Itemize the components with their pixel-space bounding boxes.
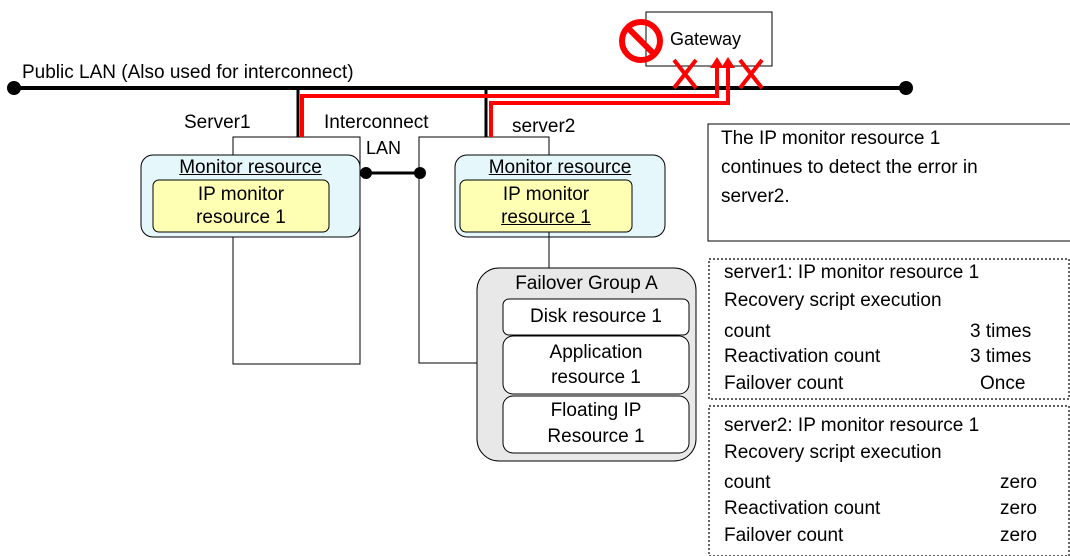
server2-monitor-title: Monitor resource [488,157,632,178]
interconnect-label-lan: LAN [366,138,402,158]
server2-recovery-label-line2: count [724,472,771,493]
failover-group-title: Failover Group A [515,273,658,294]
server1-counts-header: server1: IP monitor resource 1 [724,262,980,283]
server1-ip-monitor-line1: IP monitor [197,184,285,205]
server2-failover-label: Failover count [724,525,844,546]
server1-failover-label: Failover count [724,373,844,394]
application-resource-line2: resource 1 [551,367,641,388]
interconnect-node-left [360,167,372,179]
prohibited-icon [619,19,663,63]
application-resource-line1: Application [549,342,643,363]
server1-box [232,136,361,365]
floating-ip-resource-line1: Floating IP [550,400,642,421]
server1-reactivation-value: 3 times [970,346,1032,367]
disk-resource-label: Disk resource 1 [530,306,662,327]
server2-ip-monitor-line1: IP monitor [502,184,590,205]
x-mark-icon [738,58,764,90]
note-line1: The IP monitor resource 1 [721,128,941,149]
server2-recovery-value: zero [1000,472,1037,493]
server1-recovery-label-line1: Recovery script execution [724,290,942,311]
floating-ip-resource-line2: Resource 1 [547,426,645,447]
server2-label: server2 [512,116,576,137]
server2-reactivation-value: zero [1000,498,1037,519]
gateway-box [645,11,773,67]
server1-ip-monitor-line2: resource 1 [196,207,286,228]
server2-ip-monitor-box [459,179,633,233]
arrow-head-left [710,57,724,68]
server1-monitor-title: Monitor resource [179,157,322,178]
server1-ip-monitor-box [152,179,330,233]
application-resource-box [502,335,690,395]
x-mark-icon [672,58,698,90]
note-line2: continues to detect the error in [721,157,978,178]
server2-error-path [489,64,730,137]
note-line3: server2. [721,186,790,207]
server2-ip-monitor-line2: resource 1 [501,207,591,228]
public-lan-label: Public LAN (Also used for interconnect) [22,62,354,83]
server2-counts-header: server2: IP monitor resource 1 [724,415,980,436]
server2-counts-panel [708,405,1070,556]
note-panel-border [707,123,1070,242]
server1-failover-value: Once [980,373,1026,394]
server1-label: Server1 [184,112,251,133]
arrow-head-right [721,57,735,68]
floating-ip-resource-box [502,395,690,454]
interconnect-label: Interconnect [324,112,429,133]
lan-endpoint-left [7,81,21,95]
server2-failover-value: zero [1000,525,1037,546]
server1-recovery-value: 3 times [970,321,1032,342]
interconnect-node-right [414,167,426,179]
disk-resource-box [502,298,690,336]
gateway-label: Gateway [670,29,742,49]
server1-counts-panel [708,258,1070,400]
server1-recovery-label-line2: count [724,321,771,342]
server1-reactivation-label: Reactivation count [724,346,881,367]
server2-reactivation-label: Reactivation count [724,498,881,519]
server1-error-path [300,64,719,137]
server2-recovery-label-line1: Recovery script execution [724,442,942,463]
lan-endpoint-right [899,81,913,95]
